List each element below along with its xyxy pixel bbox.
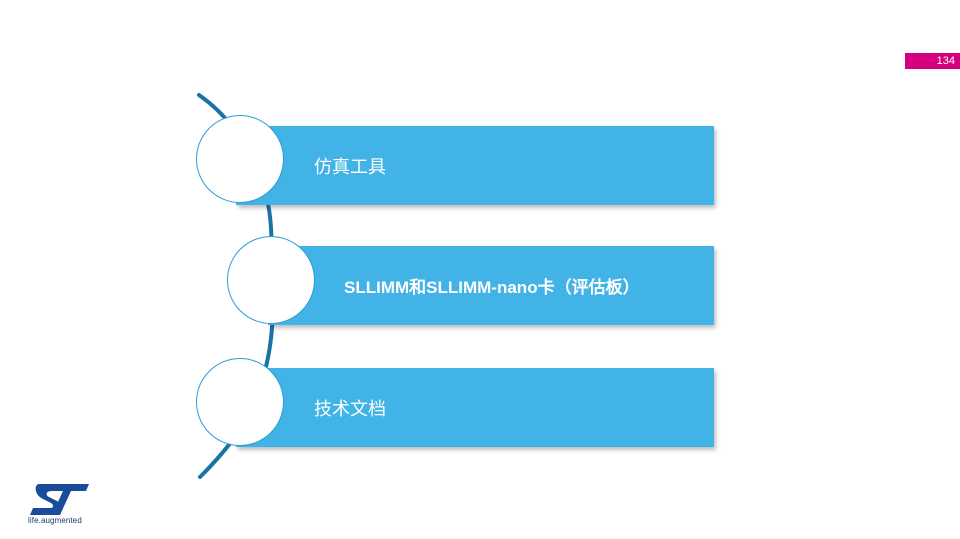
item-label: SLLIMM和SLLIMM-nano卡（评估板）	[344, 278, 640, 297]
bullet-circle	[227, 236, 315, 324]
list-item-technical-docs[interactable]: 技术文档	[236, 368, 714, 447]
bullet-circle	[196, 115, 284, 203]
list-item-simulation-tools[interactable]: 仿真工具	[236, 126, 714, 205]
page-number: 134	[905, 53, 960, 69]
item-label: 仿真工具	[314, 156, 386, 178]
st-logo-icon	[30, 484, 89, 515]
item-label: 技术文档	[314, 398, 386, 420]
bullet-circle	[196, 358, 284, 446]
list-item-evaluation-boards[interactable]: SLLIMM和SLLIMM-nano卡（评估板）	[268, 246, 714, 325]
logo-caption: life.augmented	[28, 516, 82, 525]
